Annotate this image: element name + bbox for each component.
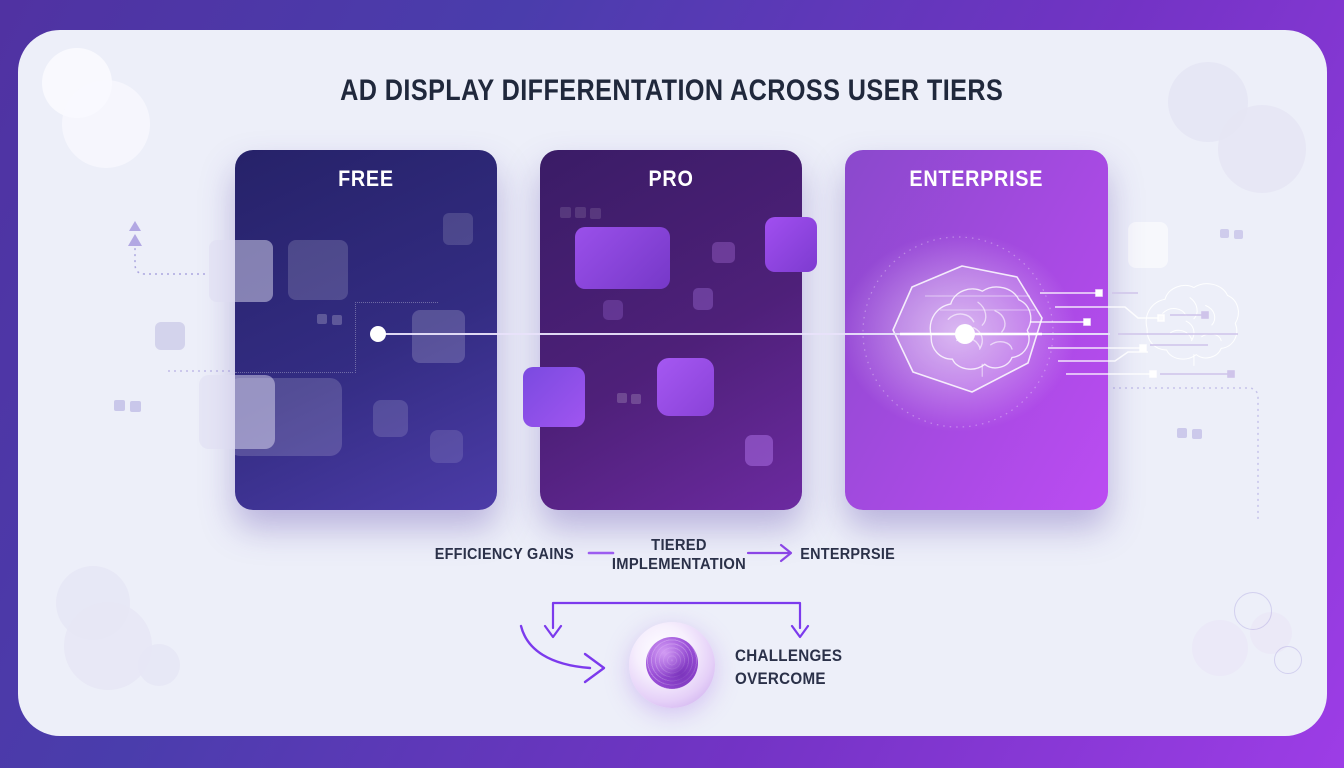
tier-label-free: FREE xyxy=(235,166,497,192)
decor-square xyxy=(560,207,571,218)
circuit-traces-faint xyxy=(1112,292,1238,378)
decor-square xyxy=(1192,429,1202,439)
decor-dotted-line xyxy=(235,372,353,373)
up-arrow-icon xyxy=(129,221,141,231)
decor-square xyxy=(575,207,586,218)
page-title-text: AD DISPLAY DIFFERENTATION ACROSS USER TI… xyxy=(340,74,1004,107)
orb-icon xyxy=(629,622,715,708)
decor-dotted-box xyxy=(355,302,438,373)
decor-circle xyxy=(1218,105,1306,193)
decor-square xyxy=(1177,428,1187,438)
decor-ring xyxy=(1274,646,1302,674)
decor-square xyxy=(209,240,273,302)
tier-label-pro: PRO xyxy=(540,166,802,192)
tier-card-free: FREE xyxy=(235,150,497,510)
flow-step-enterprise: ENTERPRSIE xyxy=(788,545,908,564)
decor-square xyxy=(155,322,185,350)
ad-block xyxy=(765,217,817,272)
decor-square xyxy=(317,314,327,324)
flow-step-efficiency-gains: EFFICIENCY GAINS xyxy=(419,545,589,564)
decor-square xyxy=(373,400,408,437)
decor-ring xyxy=(1234,592,1272,630)
dotted-path xyxy=(134,248,205,275)
decor-square xyxy=(745,435,773,466)
decor-circle xyxy=(64,602,152,690)
callout-challenges-overcome: CHALLENGES OVERCOME xyxy=(735,645,875,691)
decor-square xyxy=(1128,222,1168,268)
decor-square xyxy=(430,430,463,463)
tier-label-free-text: FREE xyxy=(338,166,394,191)
ad-block xyxy=(575,227,670,289)
brain-icon xyxy=(1145,283,1239,367)
decor-square xyxy=(693,288,713,310)
decor-square xyxy=(590,208,601,219)
decor-square xyxy=(288,240,348,300)
flow-step2-text: TIERED IMPLEMENTATION xyxy=(611,537,747,573)
tier-card-pro: PRO xyxy=(540,150,802,510)
decor-square xyxy=(332,315,342,325)
tier-label-enterprise-text: ENTERPRISE xyxy=(909,166,1044,191)
up-arrow-icon xyxy=(128,234,142,246)
dotted-box xyxy=(1113,387,1259,520)
page-title: AD DISPLAY DIFFERENTATION ACROSS USER TI… xyxy=(0,74,1344,108)
flow-step1-text: EFFICIENCY GAINS xyxy=(434,546,574,563)
decor-circle xyxy=(62,80,150,168)
tier-card-enterprise: ENTERPRISE xyxy=(845,150,1108,510)
tier-label-enterprise: ENTERPRISE xyxy=(845,166,1108,192)
callout-text: CHALLENGES OVERCOME xyxy=(735,647,843,688)
ad-block xyxy=(657,358,714,416)
decor-circle xyxy=(138,644,180,686)
decor-square xyxy=(1234,230,1243,239)
decor-square xyxy=(412,310,465,363)
ad-block xyxy=(523,367,585,427)
decor-square xyxy=(631,394,641,404)
decor-square xyxy=(603,300,623,320)
tier-label-pro-text: PRO xyxy=(648,166,694,191)
flow-step-tiered-implementation: TIERED IMPLEMENTATION xyxy=(599,536,759,574)
decor-square xyxy=(617,393,627,403)
decor-square xyxy=(712,242,735,263)
decor-square xyxy=(130,401,141,412)
decor-square xyxy=(443,213,473,245)
orb-core xyxy=(646,637,698,689)
decor-square xyxy=(199,375,275,449)
decor-square xyxy=(114,400,125,411)
curved-arrow-icon xyxy=(519,624,606,684)
decor-circle xyxy=(1192,620,1248,676)
flow-step3-text: ENTERPRSIE xyxy=(800,546,896,563)
decor-square xyxy=(1220,229,1229,238)
